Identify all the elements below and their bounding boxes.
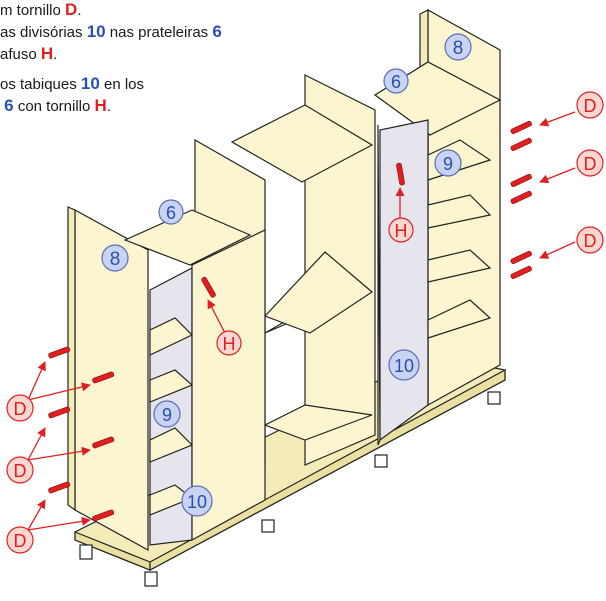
callout-9-left: 9 [153, 400, 181, 428]
svg-text:D: D [14, 531, 27, 551]
callout-d-right-3: D [576, 226, 604, 254]
svg-text:6: 6 [391, 72, 401, 92]
screws-right [510, 120, 532, 280]
callout-h-right: H [388, 217, 414, 243]
callout-8-left: 8 [101, 244, 129, 272]
screws-h [201, 162, 405, 298]
instruction-line-3: afuso H. [0, 44, 58, 63]
svg-text:D: D [14, 461, 27, 481]
callout-d-left-3: D [6, 526, 34, 554]
callout-h-left: H [216, 330, 242, 356]
callout-10-left: 10 [181, 485, 213, 517]
callout-10-right: 10 [388, 349, 420, 381]
svg-text:D: D [14, 399, 27, 419]
svg-text:D: D [584, 231, 597, 251]
callout-9-right: 9 [434, 149, 462, 177]
callout-d-left-2: D [6, 456, 34, 484]
svg-text:10: 10 [187, 492, 207, 512]
right-divider [379, 119, 429, 442]
svg-text:D: D [584, 154, 597, 174]
middle-shelves [230, 104, 374, 441]
svg-text:9: 9 [443, 154, 453, 174]
svg-text:D: D [584, 96, 597, 116]
svg-text:9: 9 [162, 405, 172, 425]
callout-6-left: 6 [158, 199, 184, 225]
instruction-line-2: as divisórias 10 nas prateleiras 6 [0, 22, 222, 41]
svg-text:H: H [223, 334, 236, 354]
left-side-panel [67, 206, 149, 552]
callout-8-right: 8 [444, 33, 472, 61]
svg-text:6: 6 [166, 203, 176, 223]
callout-d-right-2: D [576, 149, 604, 177]
svg-text:H: H [395, 221, 408, 241]
screws-left [48, 346, 115, 522]
front-right-panel [377, 124, 381, 446]
svg-text:10: 10 [394, 356, 414, 376]
svg-text:8: 8 [453, 38, 464, 59]
callout-arrows [27, 111, 576, 531]
callout-6-right: 6 [383, 68, 409, 94]
instruction-line-4: os tabiques 10 en los [0, 74, 145, 93]
instruction-line-1: m tornillo D. [0, 0, 82, 19]
callout-d-left-1: D [6, 394, 34, 422]
callout-d-right-1: D [576, 91, 604, 119]
instruction-line-5: 6 con tornillo H. [4, 96, 111, 115]
left-small-shelves [149, 317, 194, 516]
svg-text:8: 8 [110, 249, 121, 270]
